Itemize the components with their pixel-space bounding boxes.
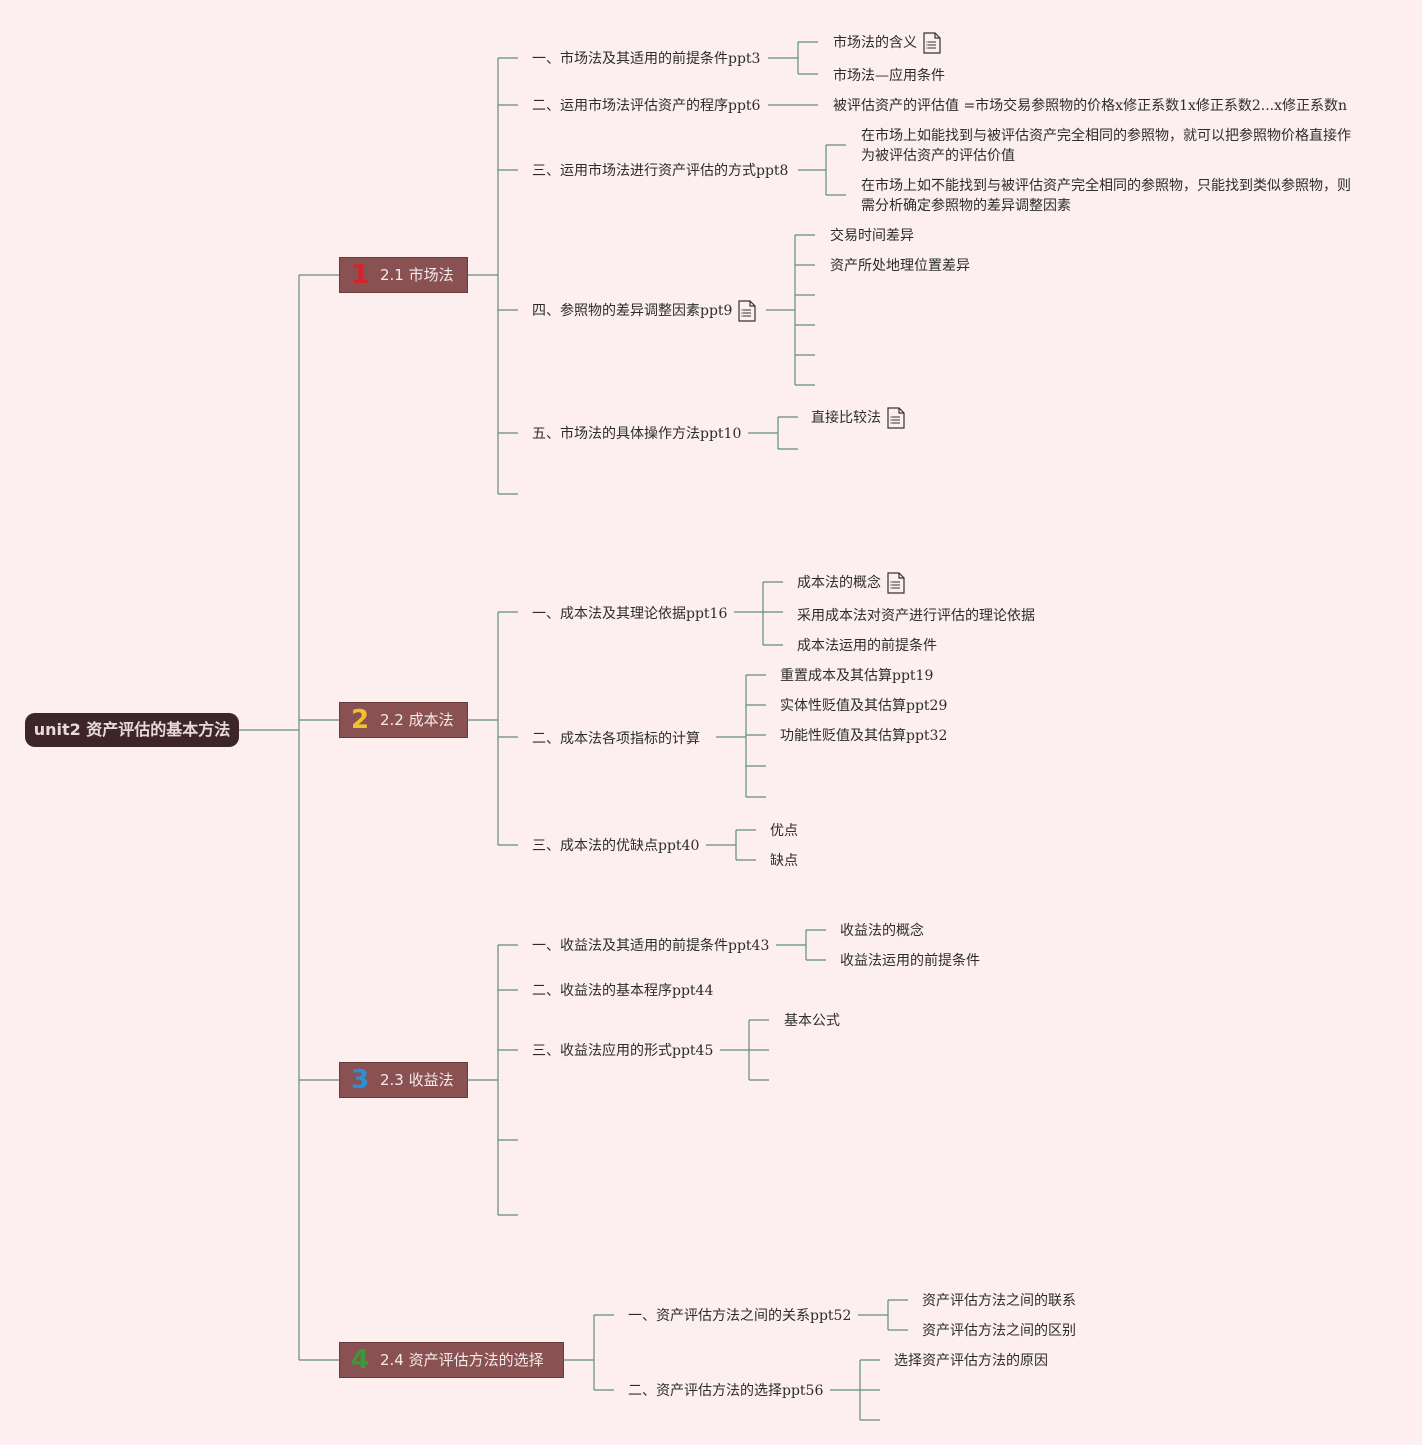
subtopic-disadvantages[interactable]: 缺点 — [770, 852, 798, 870]
section-label: 2.4 资产评估方法的选择 — [380, 1351, 544, 1369]
priority-4-icon: 4 — [350, 1345, 370, 1375]
subtopic-choice-reasons[interactable]: 选择资产评估方法的原因 — [894, 1352, 1048, 1370]
topic-choice-2[interactable]: 二、资产评估方法的选择ppt56 — [628, 1382, 823, 1400]
subtopic-label: 优点 — [770, 823, 798, 839]
topic-income-1[interactable]: 一、收益法及其适用的前提条件ppt43 — [532, 937, 769, 955]
subtopic-replacement-cost[interactable]: 重置成本及其估算ppt19 — [780, 667, 933, 685]
subtopic-label: 被评估资产的评估值 =市场交易参照物的价格x修正系数1x修正系数2...x修正系… — [833, 98, 1348, 114]
subtopic-methods-connection[interactable]: 资产评估方法之间的联系 — [922, 1292, 1076, 1310]
topic-market-3[interactable]: 三、运用市场法进行资产评估的方式ppt8 — [532, 162, 788, 180]
priority-3-icon: 3 — [350, 1065, 370, 1095]
subtopic-label: 采用成本法对资产进行评估的理论依据 — [797, 608, 1035, 624]
document-icon[interactable] — [923, 32, 941, 54]
document-icon[interactable] — [738, 300, 757, 322]
subtopic-market-identical[interactable]: 在市场上如能找到与被评估资产完全相同的参照物，就可以把参照物价格直接作为被评估资… — [861, 126, 1353, 166]
section-choice[interactable]: 4 2.4 资产评估方法的选择 — [339, 1342, 564, 1378]
subtopic-label: 在市场上如能找到与被评估资产完全相同的参照物，就可以把参照物价格直接作为被评估资… — [861, 128, 1351, 164]
topic-label: 二、资产评估方法的选择ppt56 — [628, 1383, 824, 1399]
subtopic-label: 资产所处地理位置差异 — [830, 258, 970, 274]
topic-cost-2[interactable]: 二、成本法各项指标的计算 — [532, 730, 700, 748]
section-label: 2.1 市场法 — [380, 266, 454, 284]
subtopic-label: 收益法的概念 — [840, 923, 924, 939]
topic-label: 三、收益法应用的形式ppt45 — [532, 1043, 714, 1059]
topic-label: 一、成本法及其理论依据ppt16 — [532, 606, 728, 622]
subtopic-label: 市场法—应用条件 — [833, 68, 945, 84]
topic-label: 三、运用市场法进行资产评估的方式ppt8 — [532, 163, 789, 179]
topic-label: 一、市场法及其适用的前提条件ppt3 — [532, 51, 761, 67]
subtopic-label: 直接比较法 — [811, 410, 881, 426]
topic-market-1[interactable]: 一、市场法及其适用的前提条件ppt3 — [532, 50, 760, 68]
topic-market-5[interactable]: 五、市场法的具体操作方法ppt10 — [532, 425, 741, 443]
subtopic-market-conditions[interactable]: 市场法—应用条件 — [833, 67, 945, 85]
subtopic-label: 成本法的概念 — [797, 575, 881, 591]
subtopic-label: 实体性贬值及其估算ppt29 — [780, 698, 948, 714]
subtopic-functional-depreciation[interactable]: 功能性贬值及其估算ppt32 — [780, 727, 947, 745]
topic-label: 二、收益法的基本程序ppt44 — [532, 983, 714, 999]
subtopic-label: 收益法运用的前提条件 — [840, 953, 980, 969]
subtopic-label: 重置成本及其估算ppt19 — [780, 668, 934, 684]
topic-cost-1[interactable]: 一、成本法及其理论依据ppt16 — [532, 605, 727, 623]
subtopic-label: 成本法运用的前提条件 — [797, 638, 937, 654]
section-label: 2.3 收益法 — [380, 1071, 454, 1089]
subtopic-advantages[interactable]: 优点 — [770, 822, 798, 840]
topic-income-3[interactable]: 三、收益法应用的形式ppt45 — [532, 1042, 713, 1060]
subtopic-direct-comparison[interactable]: 直接比较法 — [811, 407, 905, 429]
subtopic-methods-difference[interactable]: 资产评估方法之间的区别 — [922, 1322, 1076, 1340]
priority-2-icon: 2 — [350, 705, 370, 735]
subtopic-label: 资产评估方法之间的联系 — [922, 1293, 1076, 1309]
topic-label: 二、运用市场法评估资产的程序ppt6 — [532, 98, 761, 114]
topic-market-4[interactable]: 四、参照物的差异调整因素ppt9 — [532, 300, 757, 322]
topic-income-2[interactable]: 二、收益法的基本程序ppt44 — [532, 982, 713, 1000]
subtopic-time-difference[interactable]: 交易时间差异 — [830, 227, 914, 245]
document-icon[interactable] — [887, 407, 905, 429]
topic-market-2[interactable]: 二、运用市场法评估资产的程序ppt6 — [532, 97, 760, 115]
topic-label: 一、收益法及其适用的前提条件ppt43 — [532, 938, 770, 954]
priority-1-icon: 1 — [350, 260, 370, 290]
section-cost[interactable]: 2 2.2 成本法 — [339, 702, 468, 738]
subtopic-cost-theory[interactable]: 采用成本法对资产进行评估的理论依据 — [797, 607, 1035, 625]
subtopic-market-formula[interactable]: 被评估资产的评估值 =市场交易参照物的价格x修正系数1x修正系数2...x修正系… — [833, 97, 1347, 115]
topic-label: 三、成本法的优缺点ppt40 — [532, 838, 700, 854]
subtopic-label: 市场法的含义 — [833, 35, 917, 51]
subtopic-label: 缺点 — [770, 853, 798, 869]
section-market[interactable]: 1 2.1 市场法 — [339, 257, 468, 293]
topic-choice-1[interactable]: 一、资产评估方法之间的关系ppt52 — [628, 1307, 851, 1325]
topic-label: 一、资产评估方法之间的关系ppt52 — [628, 1308, 852, 1324]
topic-label: 五、市场法的具体操作方法ppt10 — [532, 426, 742, 442]
subtopic-label: 在市场上如不能找到与被评估资产完全相同的参照物，只能找到类似参照物，则需分析确定… — [861, 178, 1351, 214]
subtopic-income-conditions[interactable]: 收益法运用的前提条件 — [840, 952, 980, 970]
subtopic-location-difference[interactable]: 资产所处地理位置差异 — [830, 257, 970, 275]
topic-label: 四、参照物的差异调整因素ppt9 — [532, 303, 733, 319]
subtopic-cost-concept[interactable]: 成本法的概念 — [797, 572, 905, 594]
subtopic-market-similar[interactable]: 在市场上如不能找到与被评估资产完全相同的参照物，只能找到类似参照物，则需分析确定… — [861, 176, 1353, 216]
section-label: 2.2 成本法 — [380, 711, 454, 729]
subtopic-label: 选择资产评估方法的原因 — [894, 1353, 1048, 1369]
section-income[interactable]: 3 2.3 收益法 — [339, 1062, 468, 1098]
subtopic-market-definition[interactable]: 市场法的含义 — [833, 32, 941, 54]
subtopic-label: 基本公式 — [784, 1013, 840, 1029]
subtopic-income-concept[interactable]: 收益法的概念 — [840, 922, 924, 940]
subtopic-label: 资产评估方法之间的区别 — [922, 1323, 1076, 1339]
root-node[interactable]: unit2 资产评估的基本方法 — [25, 713, 239, 747]
subtopic-cost-conditions[interactable]: 成本法运用的前提条件 — [797, 637, 937, 655]
topic-label: 二、成本法各项指标的计算 — [532, 731, 700, 747]
subtopic-label: 功能性贬值及其估算ppt32 — [780, 728, 948, 744]
document-icon[interactable] — [887, 572, 905, 594]
subtopic-label: 交易时间差异 — [830, 228, 914, 244]
subtopic-basic-formula[interactable]: 基本公式 — [784, 1012, 840, 1030]
subtopic-physical-depreciation[interactable]: 实体性贬值及其估算ppt29 — [780, 697, 947, 715]
topic-cost-3[interactable]: 三、成本法的优缺点ppt40 — [532, 837, 699, 855]
